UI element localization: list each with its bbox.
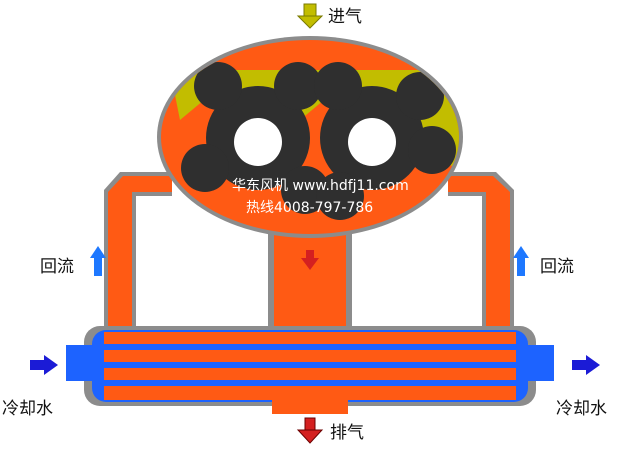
exhaust-arrow-icon	[296, 417, 324, 444]
coolant-left-label: 冷却水	[2, 399, 53, 419]
cooler	[66, 326, 554, 414]
internal-flow-arrow-icon	[301, 250, 319, 270]
watermark-line1: 华东风机 www.hdfj11.com	[232, 178, 409, 194]
right-rotor-shaft	[348, 118, 396, 166]
exhaust-label: 排气	[330, 423, 364, 443]
discharge-duct	[268, 220, 352, 344]
reflux-left-label: 回流	[40, 257, 74, 277]
intake-arrow-icon	[296, 3, 324, 29]
reflux-right-label: 回流	[540, 257, 574, 277]
left-reflux-channel	[104, 172, 172, 338]
watermark-line2: 热线4008-797-786	[246, 200, 373, 216]
reflux-right-arrow-icon	[513, 246, 529, 276]
right-reflux-channel	[448, 172, 514, 338]
coolant-outlet-arrow-icon	[572, 355, 600, 375]
coolant-right-label: 冷却水	[556, 399, 607, 419]
left-rotor-shaft	[234, 118, 282, 166]
coolant-inlet-arrow-icon	[30, 355, 58, 375]
blower-body	[157, 36, 463, 238]
reflux-left-arrow-icon	[90, 246, 106, 276]
intake-label: 进气	[328, 7, 362, 27]
